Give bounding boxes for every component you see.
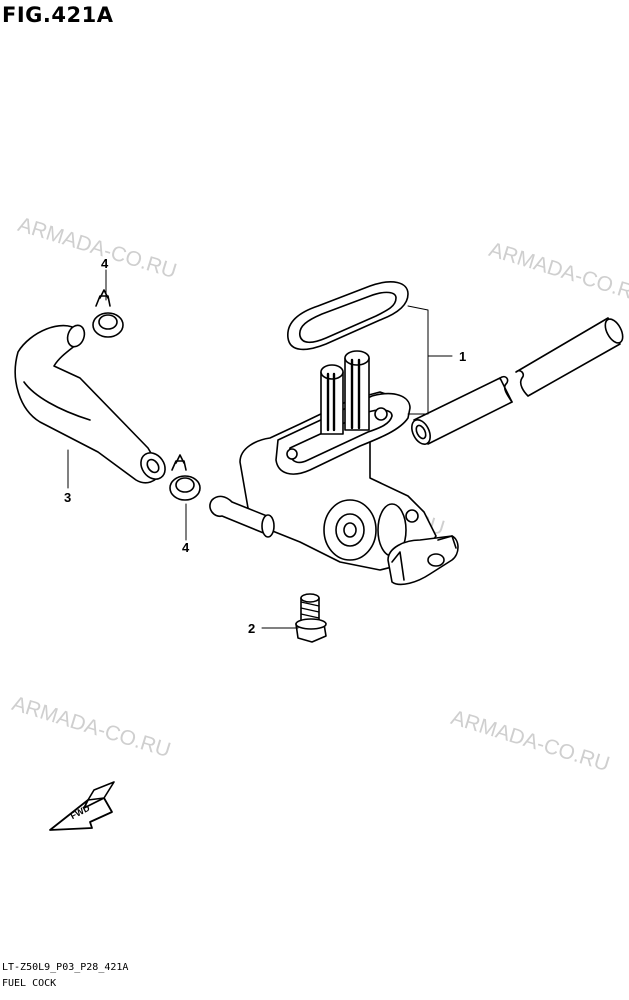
callout-4-bottom: 4 bbox=[182, 540, 190, 555]
hose-clamp-part-4-bottom bbox=[169, 454, 201, 501]
forward-direction-arrow bbox=[49, 781, 115, 831]
bolt-part-2 bbox=[295, 593, 327, 643]
hose-clamp-part-4-top bbox=[92, 289, 124, 338]
figure-title: FIG.421A bbox=[2, 3, 114, 27]
callout-2: 2 bbox=[248, 621, 255, 636]
diagram-name: FUEL COCK bbox=[2, 978, 57, 989]
callout-1: 1 bbox=[459, 349, 466, 364]
callout-4-top: 4 bbox=[101, 256, 109, 271]
diagram-code: LT-Z50L9_P03_P28_421A bbox=[2, 962, 129, 973]
callout-3: 3 bbox=[64, 490, 71, 505]
leader-lines bbox=[67, 269, 453, 629]
straight-hose-part-1 bbox=[411, 317, 624, 445]
fuel-cock-body bbox=[209, 350, 459, 586]
gasket bbox=[287, 281, 409, 351]
hose-part-3 bbox=[14, 324, 166, 484]
